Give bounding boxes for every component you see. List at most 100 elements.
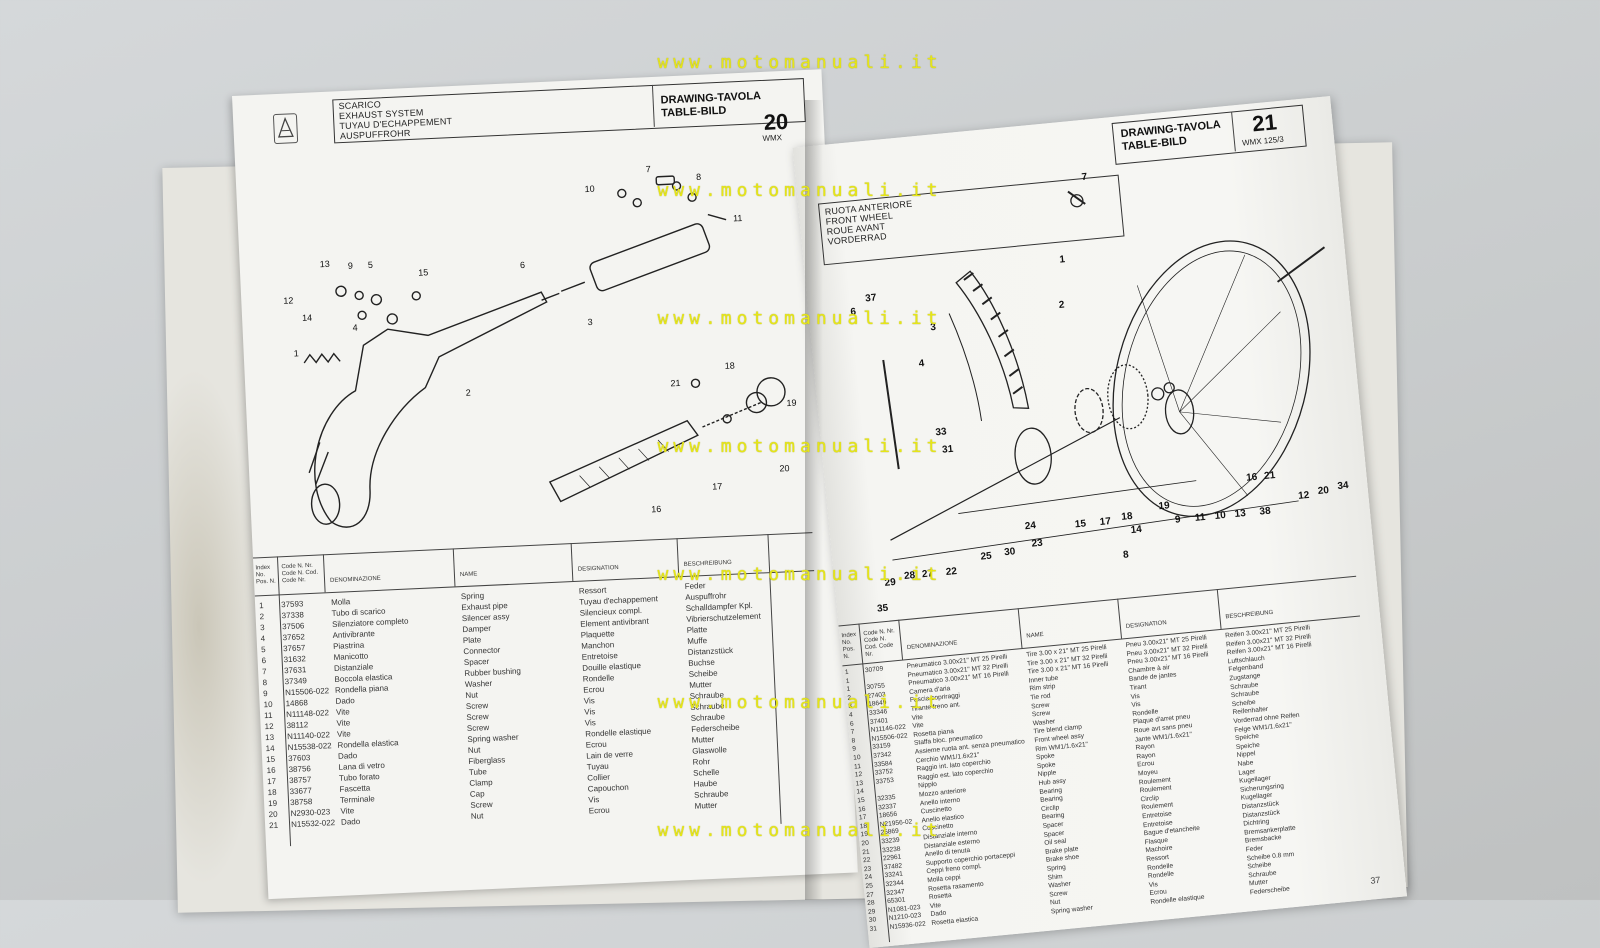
watermark-7: www.motomanuali.it	[657, 820, 943, 841]
cell-n: 7	[261, 667, 267, 677]
exhaust-exploded-diagram: 1 2 3 4 5 6 7 8 9 10 11 12 13 14 15 16 1…	[283, 164, 797, 528]
cell-en: Nut	[467, 745, 481, 755]
label-1: 1	[294, 348, 299, 358]
cell-it: Vite	[340, 806, 355, 816]
cell-n: 8	[262, 678, 268, 688]
label-30: 30	[1004, 546, 1017, 558]
cell-code: 37349	[284, 676, 308, 687]
cell-n: 18	[267, 787, 277, 798]
cell-n: 14	[265, 743, 275, 754]
label-17: 17	[1099, 516, 1112, 528]
cell-n: 13	[264, 732, 275, 743]
label-15: 15	[1074, 518, 1087, 530]
cell-en: Screw	[470, 799, 493, 810]
cell-fr: Vis	[588, 795, 600, 805]
cell-fr: Tuyau	[586, 761, 609, 772]
folio-number: 37	[1369, 874, 1381, 886]
label-16: 16	[1246, 472, 1259, 484]
cell-code: 37603	[287, 753, 311, 764]
cell-n: 16	[266, 765, 276, 776]
cell-code: 37652	[282, 632, 306, 643]
label-23: 23	[1031, 538, 1044, 550]
label-14: 14	[302, 313, 312, 323]
cell-en: Spring	[460, 591, 485, 602]
th-beschreibung: BESCHREIBUNG	[1225, 609, 1274, 621]
cell-code: 37657	[282, 643, 306, 654]
label-20: 20	[779, 463, 789, 473]
watermark-3: www.motomanuali.it	[657, 308, 943, 329]
cell-code: 38756	[288, 764, 312, 775]
cell-n: 17	[266, 776, 277, 787]
watermark-2: www.motomanuali.it	[657, 180, 943, 201]
cell-en: Screw	[466, 722, 490, 733]
label-19: 19	[786, 398, 796, 408]
label-8: 8	[1123, 549, 1130, 561]
cell-en: Clamp	[469, 777, 493, 788]
watermark-6: www.motomanuali.it	[657, 692, 943, 713]
label-37: 37	[865, 292, 878, 304]
cell-de: Scheibe	[688, 668, 718, 679]
right-manual-page: RUOTA ANTERIORE FRONT WHEEL ROUE AVANT V…	[792, 96, 1408, 948]
cell-n: 15	[265, 754, 276, 765]
brand-logo	[272, 113, 299, 145]
label-2: 2	[1058, 299, 1065, 311]
label-10: 10	[584, 184, 594, 194]
label-2: 2	[465, 387, 470, 397]
cell-code: 37506	[281, 621, 305, 632]
label-19: 19	[1158, 500, 1171, 512]
label-9: 9	[1174, 514, 1181, 526]
cell-fr: Vis	[584, 718, 596, 728]
cell-de: Schelle	[692, 767, 720, 778]
cell-en: Tube	[468, 767, 488, 777]
cell-fr: Ecrou	[585, 739, 607, 750]
th-index: Index No. Pos. N.	[841, 631, 857, 661]
watermark-1: www.motomanuali.it	[657, 52, 943, 73]
label-17: 17	[712, 481, 722, 491]
cell-fr: Ressort	[578, 585, 607, 596]
cell-code: 37631	[283, 665, 307, 676]
axle-shape	[890, 417, 1121, 541]
cell-fr: Collier	[587, 772, 611, 783]
label-31: 31	[942, 444, 955, 456]
label-11: 11	[1194, 512, 1206, 524]
cell-code: 38112	[286, 720, 309, 731]
cell-fr: Ecrou	[588, 805, 610, 816]
label-12: 12	[283, 295, 293, 305]
cell-en: Washer	[464, 678, 493, 690]
label-38: 38	[1259, 506, 1272, 518]
cell-de: Mutter	[689, 679, 713, 690]
th-denominazione: DENOMINAZIONE	[906, 640, 958, 652]
label-21: 21	[1264, 470, 1277, 482]
label-15: 15	[418, 267, 428, 277]
cell-n: 4	[260, 634, 266, 644]
cell-n: 2	[259, 612, 265, 622]
label-3: 3	[930, 322, 937, 334]
cell-en: Damper	[462, 623, 492, 635]
cell-de: Muffe	[687, 636, 708, 646]
brake-shoe-shape	[1074, 387, 1104, 434]
label-4: 4	[352, 323, 357, 333]
cell-n: 12	[264, 721, 274, 732]
tire-shape	[955, 270, 1030, 410]
label-1: 1	[1059, 254, 1066, 266]
th-designation: DESIGNATION	[1125, 620, 1167, 630]
cell-de: Buchse	[688, 657, 716, 668]
cell-code: 37593	[280, 599, 304, 610]
label-9: 9	[348, 261, 353, 271]
cell-en: Screw	[466, 712, 489, 723]
cell-it: Molla	[330, 597, 351, 608]
label-13: 13	[1234, 508, 1247, 520]
cell-n: 5	[260, 645, 266, 655]
label-6: 6	[850, 306, 857, 318]
label-11: 11	[733, 213, 743, 223]
th-name: NAME	[1026, 631, 1044, 640]
watermark-5: www.motomanuali.it	[657, 564, 943, 585]
label-22: 22	[945, 566, 958, 578]
label-35: 35	[877, 603, 890, 615]
cell-code: 38757	[288, 775, 312, 786]
label-18: 18	[1121, 511, 1134, 523]
label-27: 27	[921, 568, 934, 580]
label-12: 12	[1298, 490, 1311, 502]
label-14: 14	[1130, 524, 1143, 536]
label-16: 16	[651, 504, 661, 514]
